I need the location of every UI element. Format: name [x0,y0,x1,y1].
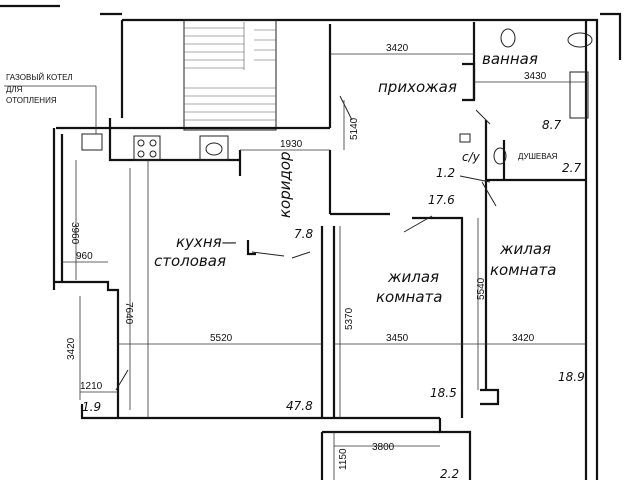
area-wc: 1.2 [436,166,455,180]
outer-walls [0,4,622,480]
dim-3420-top: 3420 [386,43,409,54]
bath-door [475,109,491,125]
corridor-door-1 [251,251,285,257]
dim-1150: 1150 [338,448,349,470]
area-balcony-bottom: 2.2 [440,467,459,480]
room-hall-label: прихожая [378,78,457,96]
staircase [183,19,277,131]
interior-walls [108,22,586,418]
dim-5370: 5370 [344,307,355,330]
top-right-stub [600,12,622,60]
bottom-left-balcony [80,404,118,420]
dim-3450: 3450 [386,333,409,344]
corridor-door-2 [291,251,311,259]
dim-3800: 3800 [372,442,395,453]
area-kitchen: 47.8 [286,399,313,413]
wc-sink-icon [459,133,471,143]
area-corridor: 7.8 [294,227,313,241]
top-right-wall [122,18,599,480]
dim-960: 960 [76,251,93,262]
area-living2: 18.9 [558,370,585,384]
kitchen-counter-wall [108,128,240,162]
area-hall: 17.6 [428,193,455,207]
room-living2-label-1: жилая [499,240,551,258]
stair-treads [184,22,276,121]
bath-sink-icon [567,32,593,48]
doors [115,95,497,391]
boiler-callout: ГАЗОВЫЙ КОТЕЛ ДЛЯ ОТОПЛЕНИЯ [4,73,97,134]
kitchen-sink-icon [199,135,229,161]
fixtures [81,28,593,165]
room-kitchen-label-1: кухня— [176,233,237,251]
boiler-label-2: ДЛЯ [6,85,23,94]
kitchen-sink-bowl-icon [205,142,223,156]
kitchen-balcony-door [115,369,129,391]
dim-3960: 3960 [69,222,80,245]
living2-door [481,181,497,207]
area-bath: 8.7 [542,118,561,132]
right-bottom-stub [480,388,500,406]
boiler-label-3: ОТОПЛЕНИЯ [6,96,57,105]
toilet-icon [500,28,516,48]
living1-door [403,215,433,233]
dim-5540: 5540 [476,277,487,300]
area-living1: 18.5 [430,386,457,400]
left-lower-wall [54,280,120,418]
burner-icon [149,150,157,158]
bath-wall-piece [462,62,476,102]
dim-7640: 7640 [123,302,134,325]
dim-5140: 5140 [349,117,360,140]
wc-door [459,175,491,183]
burner-icon [137,139,145,147]
dim-3420-left: 3420 [66,337,77,360]
dim-3420-right: 3420 [512,333,535,344]
wc-toilet-icon [493,147,507,165]
stair-outline [183,19,277,131]
room-bath-label: ванная [482,50,538,68]
hall-door [339,95,353,121]
corridor-closet [246,240,256,256]
room-corridor-label: коридор [276,151,294,218]
room-living1-label-2: комната [376,288,442,306]
dimension-lines [62,53,586,480]
burner-icon [149,139,157,147]
boiler-wall [56,118,112,130]
room-kitchen-label-2: столовая [154,252,226,270]
area-shower: 2.7 [562,161,581,175]
room-wc-label: с/у [462,150,481,164]
dim-5520: 5520 [210,333,233,344]
room-living1-label-1: жилая [387,268,439,286]
dim-1930: 1930 [280,139,303,150]
dim-3430: 3430 [524,71,547,82]
stove-icon [133,135,161,161]
burner-icon [137,150,145,158]
boiler-label-1: ГАЗОВЫЙ КОТЕЛ [6,73,73,82]
room-living2-label-2: комната [490,261,556,279]
bottom-right-wall [438,418,472,480]
bathtub-icon [569,71,589,119]
boiler-icon [81,133,103,151]
room-shower-label: ДУШЕВАЯ [518,152,558,161]
dim-1210: 1210 [80,381,103,392]
area-balcony-left: 1.9 [82,400,101,414]
